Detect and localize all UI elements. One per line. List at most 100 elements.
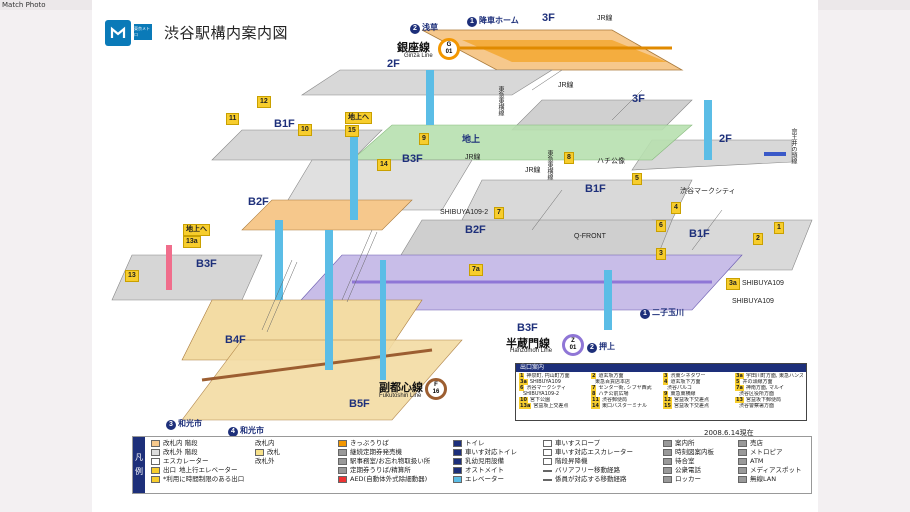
legend-exit: 出口 地上行エレベーター: [151, 466, 244, 475]
legend-toilet: トイレ: [453, 439, 517, 448]
elevator-shaft: [350, 130, 358, 220]
exit-info-number: 13a: [519, 403, 532, 409]
elevator-shaft: [604, 270, 612, 330]
exit-info-number: 4: [663, 379, 669, 385]
landmark-shibuya109-2: SHIBUYA109-2: [440, 209, 489, 216]
exit-badge-6: 6: [656, 220, 666, 232]
floor-label: B3F: [402, 153, 423, 165]
exit-info-number: 5: [735, 379, 741, 385]
legend-title: 凡例: [133, 437, 145, 493]
exit-info-destination: 宮益坂上交差点: [533, 403, 569, 409]
exit-info-number: 7a: [735, 385, 744, 391]
toyoko-label: 東急東横線: [497, 86, 503, 116]
legend-waiting: 待合室: [663, 457, 714, 466]
exit-badge-10: 10: [298, 124, 312, 136]
exit-info-number: 10: [519, 397, 528, 403]
floor-label: B1F: [689, 228, 710, 240]
exit-badge-13a: 13a: [183, 236, 201, 248]
left-gutter: [0, 0, 92, 512]
legend-wheel-toilet: 車いす対応トイレ: [453, 448, 517, 457]
exit-info-number: 14: [591, 403, 600, 409]
exit-info-number: 15: [663, 403, 672, 409]
legend-station-office: 駅事務室/お忘れ物取扱い所: [338, 457, 430, 466]
landmark-hachiko: ハチ公像: [597, 158, 625, 165]
elevator-shaft: [275, 220, 283, 300]
exit-badge-8: 8: [564, 152, 574, 164]
exit-info-destination: 東急東横線: [670, 391, 696, 397]
exit-info-destination: センター街, シブヤ西武: [598, 385, 652, 391]
right-gutter: [818, 0, 910, 512]
legend-gate: 改札: [255, 448, 280, 457]
landmark-qfront: Q-FRONT: [574, 233, 606, 240]
exit-info-destination: 渋谷区役所方面: [739, 391, 775, 397]
to-ground-label: 地上へ: [345, 112, 372, 124]
concourse-b2f-orange: [241, 199, 413, 231]
jr-label: JR線: [465, 154, 481, 161]
exit-badge-2: 2: [753, 233, 763, 245]
floor-label: 2F: [387, 58, 400, 70]
exit-info-number: 3a: [519, 379, 528, 385]
keio-label: 京王井の頭線: [790, 128, 796, 164]
elevator-shaft: [704, 100, 712, 160]
exit-info-number: 11: [591, 397, 600, 403]
legend-nursery: 乳幼児用設備: [453, 457, 517, 466]
exit-info-number: 3a: [735, 373, 744, 379]
floor-label: B3F: [517, 322, 538, 334]
legend-kippu: きっぷうりば: [338, 439, 430, 448]
exit-badge-13: 13: [125, 270, 139, 282]
exit-info-destination: 神南方面, マルイ: [745, 385, 785, 391]
legend-wifi: 無線LAN: [738, 475, 802, 484]
logo-text: 東京メトロ: [134, 24, 152, 40]
exit-badge-5: 5: [632, 173, 642, 185]
exit-info-destination: ハチ公前広場: [598, 391, 629, 397]
legend: 凡例 改札内 階段 改札外 階段 エスカレーター 出口 地上行エレベーター *利…: [132, 436, 812, 494]
floor-label: 3F: [542, 12, 555, 24]
floor-label: B1F: [274, 118, 295, 130]
exit-info-destination: 道玄坂下方面: [670, 379, 701, 385]
legend-phone: 公衆電話: [663, 466, 714, 475]
exit-info-row: 渋谷警察署方面: [735, 403, 803, 409]
exit-info-row: 東急百貨店本店: [591, 379, 659, 385]
legend-stair-lift: 階段昇降機: [543, 457, 633, 466]
page-title: 渋谷駅構内案内図: [164, 24, 289, 42]
legend-aed: AED(自動体外式除細動器): [338, 475, 430, 484]
exit-badge-7: 7: [494, 207, 504, 219]
exit-info-row: SHIBUYA109-2: [519, 391, 587, 397]
area-b3f-mid: [281, 159, 473, 211]
fukutoshin-line-name: 副都心線: [379, 382, 423, 394]
legend-info: 案内所: [663, 439, 714, 448]
exit-badge-1: 1: [774, 222, 784, 234]
exit-info-number: 2: [591, 373, 597, 379]
jr-label: JR線: [525, 167, 541, 174]
exit-info-destination: 神泉町, 円山町方面: [526, 373, 570, 379]
exit-info-row: 渋谷パルコ: [663, 385, 731, 391]
map-panel: 東京メトロ 渋谷駅構内案内図: [92, 0, 818, 512]
exit-info-number: 1: [519, 373, 525, 379]
jr-label: JR線: [558, 82, 574, 89]
legend-shop: 売店: [738, 439, 802, 448]
station-map: [111, 29, 813, 421]
floor-label: B3F: [196, 258, 217, 270]
exit-badge-4: 4: [671, 202, 681, 214]
legend-escalator: エスカレーター: [151, 457, 244, 466]
legend-time-limited: *利用に時間制限のある出口: [151, 475, 244, 484]
